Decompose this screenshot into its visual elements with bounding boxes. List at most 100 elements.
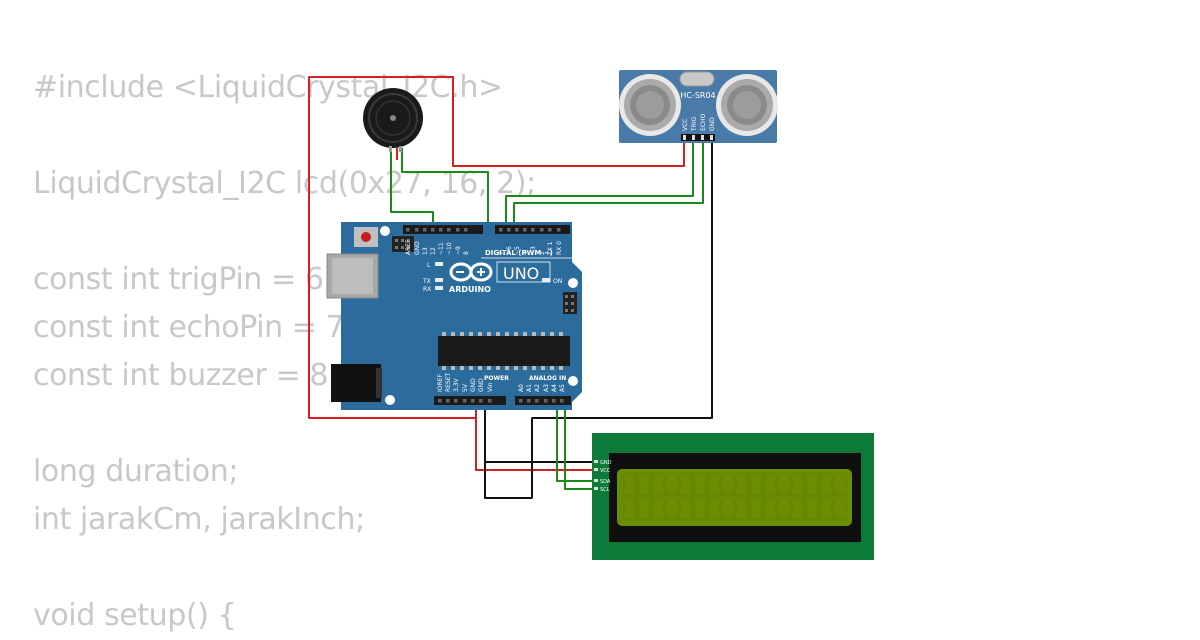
chip-pin bbox=[523, 366, 527, 370]
analog-pin-hole[interactable] bbox=[552, 399, 556, 403]
power-pin-hole[interactable] bbox=[488, 399, 492, 403]
wire-green-sda[interactable] bbox=[556, 402, 596, 482]
digital-pin-hole[interactable] bbox=[431, 228, 435, 232]
digital-pin-hole[interactable] bbox=[456, 228, 460, 232]
analog-pin-hole[interactable] bbox=[527, 399, 531, 403]
chip-pin bbox=[550, 332, 554, 336]
led-rx-label: RX bbox=[423, 286, 431, 293]
digital-pin-hole[interactable] bbox=[540, 228, 544, 232]
digital-pin-hole[interactable] bbox=[439, 228, 443, 232]
power-pin-label: GND bbox=[478, 378, 485, 392]
digital-pin-hole[interactable] bbox=[423, 228, 427, 232]
lcd-char-cell bbox=[693, 497, 707, 520]
lcd-char-cell bbox=[819, 473, 833, 496]
led-on bbox=[542, 278, 550, 282]
power-jack[interactable] bbox=[331, 364, 381, 402]
power-pin-hole[interactable] bbox=[479, 399, 483, 403]
lcd-pin-scl: SCL bbox=[600, 487, 610, 493]
code-line: long duration; bbox=[33, 454, 239, 489]
digital-pin-hole[interactable] bbox=[499, 228, 503, 232]
arduino-logo-icon bbox=[449, 262, 493, 282]
buzzer[interactable] bbox=[363, 88, 423, 152]
chip-pin bbox=[523, 332, 527, 336]
digital-pin-hole[interactable] bbox=[406, 228, 410, 232]
analog-pin-label: A5 bbox=[559, 384, 566, 392]
lcd-char-cell bbox=[819, 497, 833, 520]
power-pin-hole[interactable] bbox=[471, 399, 475, 403]
lcd-char-cell bbox=[749, 497, 763, 520]
led-on-label: ON bbox=[553, 278, 562, 285]
digital-pin-label: ~3 bbox=[530, 246, 537, 255]
digital-header-left bbox=[403, 225, 483, 234]
digital-pin-label: ~6 bbox=[506, 246, 513, 255]
lcd-pin-sda: SDA bbox=[600, 479, 611, 485]
code-line: #include <LiquidCrystal_I2C.h> bbox=[33, 70, 503, 105]
wire-green-buzzer[interactable] bbox=[390, 148, 434, 228]
wire-green-scl[interactable] bbox=[564, 402, 596, 490]
chip-pin bbox=[469, 366, 473, 370]
code-line: void setup() { bbox=[33, 598, 237, 633]
chip-pin bbox=[550, 366, 554, 370]
analog-pin-label: A4 bbox=[551, 384, 558, 392]
wire-red-vcc[interactable] bbox=[308, 76, 685, 419]
digital-pin-hole[interactable] bbox=[557, 228, 561, 232]
power-pin-hole[interactable] bbox=[446, 399, 450, 403]
digital-pin-label: 4 bbox=[522, 251, 529, 255]
analog-pin-hole[interactable] bbox=[544, 399, 548, 403]
digital-pin-label: GND bbox=[414, 241, 421, 255]
power-pin-hole[interactable] bbox=[454, 399, 458, 403]
analog-pin-hole[interactable] bbox=[560, 399, 564, 403]
sensor-name: HC-SR04 bbox=[680, 91, 715, 100]
digital-pin-label: ~9 bbox=[455, 246, 462, 255]
lcd-char-cell bbox=[791, 497, 805, 520]
wire-green-buzzer-pin[interactable] bbox=[401, 148, 489, 228]
digital-pin-hole[interactable] bbox=[548, 228, 552, 232]
analog-pin-hole[interactable] bbox=[519, 399, 523, 403]
digital-pin-hole[interactable] bbox=[447, 228, 451, 232]
digital-pin-hole[interactable] bbox=[415, 228, 419, 232]
digital-pin-label: ~5 bbox=[514, 246, 521, 255]
analog-label: ANALOG IN bbox=[529, 375, 566, 382]
power-label: POWER bbox=[484, 375, 509, 382]
lcd-char-cell bbox=[735, 473, 749, 496]
code-line: int jarakCm, jarakInch; bbox=[33, 502, 365, 537]
led-l-label: L bbox=[427, 262, 431, 269]
digital-pin-label: 7 bbox=[498, 251, 505, 255]
chip-pin bbox=[442, 332, 446, 336]
buzzer-hole bbox=[390, 115, 396, 121]
lcd-display[interactable]: GND VCC SDA SCL bbox=[592, 433, 874, 560]
wires bbox=[308, 76, 713, 499]
chip-pin bbox=[460, 332, 464, 336]
analog-pin-hole[interactable] bbox=[535, 399, 539, 403]
lcd-char-cell bbox=[791, 473, 805, 496]
lcd-char-cell bbox=[707, 473, 721, 496]
chip-pin bbox=[559, 332, 563, 336]
lcd-char-cell bbox=[665, 497, 679, 520]
wire-black-gnd-sensor[interactable] bbox=[484, 140, 713, 499]
lcd-char-cell bbox=[777, 473, 791, 496]
power-pin-label: RESET bbox=[445, 372, 452, 392]
wire-green-echo[interactable] bbox=[513, 140, 704, 228]
lcd-char-cell bbox=[805, 473, 819, 496]
power-pin-hole[interactable] bbox=[438, 399, 442, 403]
power-pin-hole[interactable] bbox=[463, 399, 467, 403]
analog-pin-label: A1 bbox=[526, 384, 533, 392]
lcd-char-cell bbox=[735, 497, 749, 520]
digital-pin-hole[interactable] bbox=[531, 228, 535, 232]
ultrasonic-sensor[interactable]: HC-SR04 VCC TRIG ECHO GND bbox=[619, 70, 778, 143]
transducer-left bbox=[619, 74, 681, 136]
power-header bbox=[434, 396, 506, 405]
lcd-char-cell bbox=[777, 497, 791, 520]
lcd-char-cell bbox=[637, 497, 651, 520]
digital-pin-hole[interactable] bbox=[523, 228, 527, 232]
sensor-pin-vcc: VCC bbox=[682, 119, 689, 131]
chip-pin bbox=[505, 332, 509, 336]
digital-pin-hole[interactable] bbox=[464, 228, 468, 232]
digital-pin-label: ~11 bbox=[438, 242, 445, 255]
chip-pin bbox=[478, 366, 482, 370]
wire-green-trig[interactable] bbox=[505, 140, 694, 228]
digital-pin-hole[interactable] bbox=[507, 228, 511, 232]
digital-pin-hole[interactable] bbox=[515, 228, 519, 232]
microcontroller-chip bbox=[438, 336, 570, 366]
